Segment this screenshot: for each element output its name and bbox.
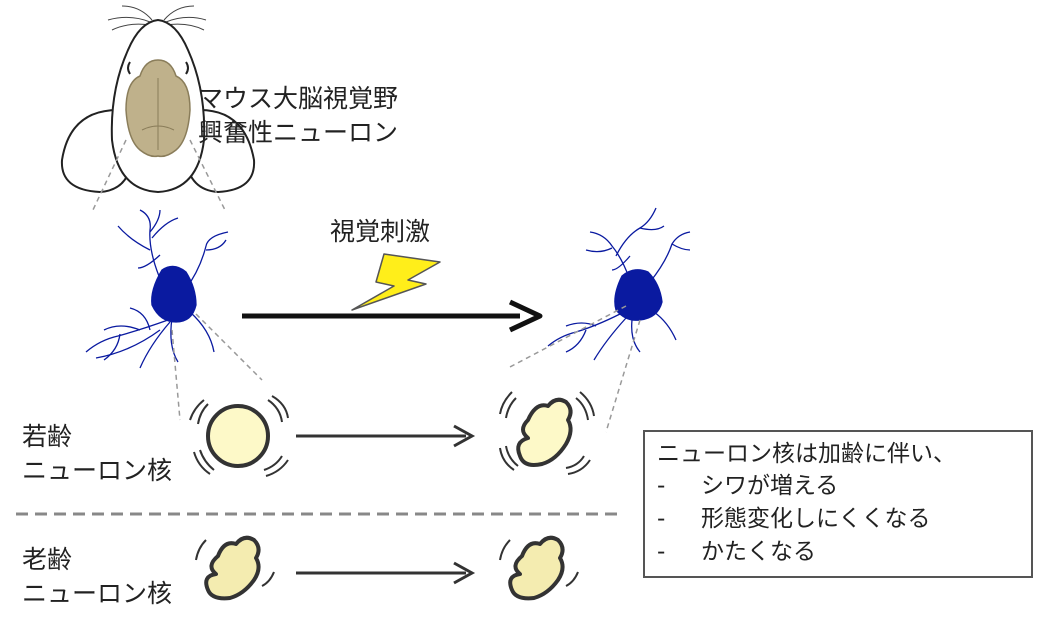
neuron-soma (614, 269, 663, 321)
aged-nucleus-label: 老齢 ニューロン核 (22, 543, 172, 611)
summary-dash: - (657, 539, 666, 565)
aged-label-line2: ニューロン核 (22, 579, 173, 608)
summary-item: - 形態変化しにくくなる (657, 503, 1019, 536)
summary-item-text: シワが増える (701, 473, 839, 499)
neuron-before (85, 209, 229, 369)
right-eye (185, 61, 189, 75)
aged-row-arrow (296, 561, 476, 585)
young-nucleus-label: 若齢 ニューロン核 (22, 420, 172, 488)
aged-label-line1: 老齢 (22, 545, 73, 574)
summary-item: - シワが増える (657, 470, 1019, 503)
young-label-line1: 若齢 (22, 422, 73, 451)
aged-nucleus-after (499, 535, 579, 601)
summary-item-text: かたくなる (701, 539, 816, 565)
young-label-line2: ニューロン核 (22, 456, 173, 485)
guide-line-right (189, 139, 227, 213)
young-nucleus-wrinkled (499, 391, 595, 475)
mouse-cortex-label: マウス大脳視覚野 興奮性ニューロン (198, 82, 398, 150)
summary-item-text: 形態変化しにくくなる (701, 506, 931, 532)
mouse-label-line2: 興奮性ニューロン (198, 118, 399, 147)
summary-item: - かたくなる (657, 536, 1019, 569)
guide-line (507, 305, 627, 369)
guide-line (171, 329, 181, 421)
lightning-bolt-icon (351, 253, 441, 311)
mouse-label-line1: マウス大脳視覚野 (198, 84, 399, 113)
neuron-soma (151, 265, 197, 323)
young-row-arrow (296, 424, 476, 448)
summary-title: ニューロン核は加齢に伴い、 (657, 441, 956, 467)
mouse-head-illustration (60, 5, 256, 213)
left-eye (127, 61, 131, 75)
young-nucleus-round (189, 395, 289, 477)
stimulus-arrow (242, 299, 543, 333)
neuron-after (547, 207, 691, 361)
guide-line (605, 319, 641, 433)
summary-box: ニューロン核は加齢に伴い、 - シワが増える - 形態変化しにくくなる - かたくなる (643, 430, 1033, 578)
stimulus-label: 視覚刺激 (330, 217, 431, 246)
guide-line-left (91, 139, 127, 213)
guide-line (195, 313, 263, 381)
summary-dash: - (657, 506, 666, 532)
summary-dash: - (657, 473, 666, 499)
summary-list: - シワが増える - 形態変化しにくくなる - かたくなる (657, 470, 1019, 569)
aged-nucleus-before (195, 535, 275, 601)
